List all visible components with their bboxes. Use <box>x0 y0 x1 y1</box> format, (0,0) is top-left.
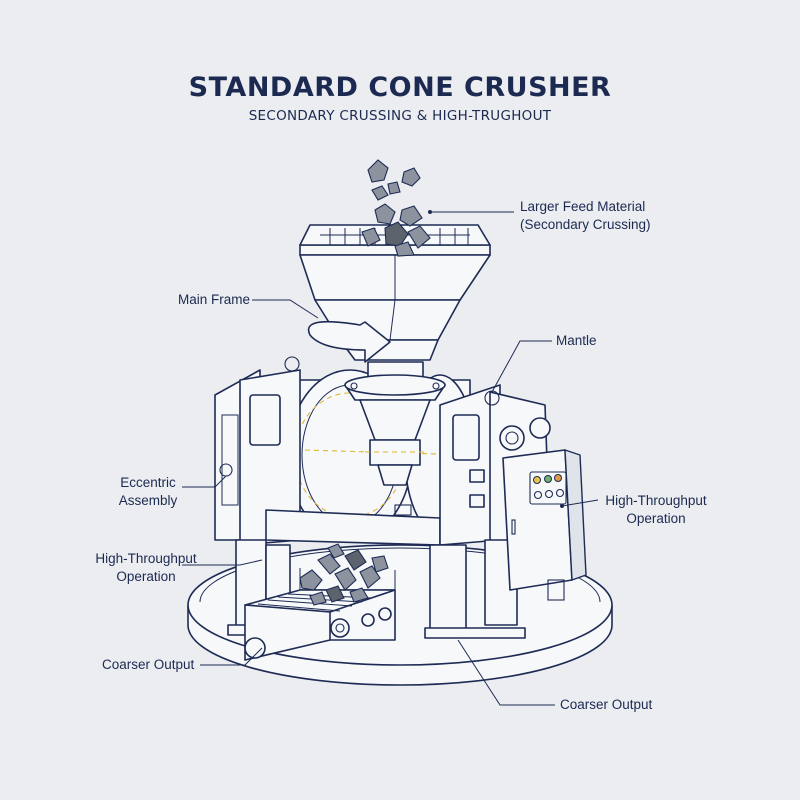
output-rocks <box>299 543 389 606</box>
page-subtitle: SECONDARY CRUSSING & HIGH-TRUGHOUT <box>248 108 552 124</box>
control-panel <box>502 449 587 601</box>
mantle-label: Mantle <box>556 333 597 348</box>
page-title: STANDARD CONE CRUSHER <box>188 72 612 103</box>
feed-label: Larger Feed Material (Secondary Crussing… <box>520 198 651 234</box>
feed-flow-arrow <box>307 320 391 363</box>
throughput-right-line1: High-Throughput <box>605 493 707 508</box>
feed-label-line2: (Secondary Crussing) <box>520 217 651 232</box>
output-bottom-label: Coarser Output <box>560 697 653 712</box>
eccentric-label-line2: Assembly <box>118 493 178 508</box>
throughput-left-line2: Operation <box>116 569 176 584</box>
throughput-left-line1: High-Throughput <box>95 551 197 566</box>
eccentric-label: Eccentric Assembly <box>108 474 188 510</box>
left-frame <box>214 356 301 636</box>
main-frame-label: Main Frame <box>177 292 250 307</box>
leader-lines <box>182 210 599 706</box>
throughput-left-label: High-Throughput Operation <box>88 550 204 586</box>
feed-label-line1: Larger Feed Material <box>520 199 646 214</box>
output-left-label: Coarser Output <box>102 657 195 672</box>
mantle-assembly <box>344 361 446 486</box>
throughput-right-label: High-Throughput Operation <box>598 492 714 528</box>
feed-rocks <box>361 159 431 257</box>
eccentric-label-line1: Eccentric <box>120 475 176 490</box>
throughput-right-line2: Operation <box>626 511 686 526</box>
